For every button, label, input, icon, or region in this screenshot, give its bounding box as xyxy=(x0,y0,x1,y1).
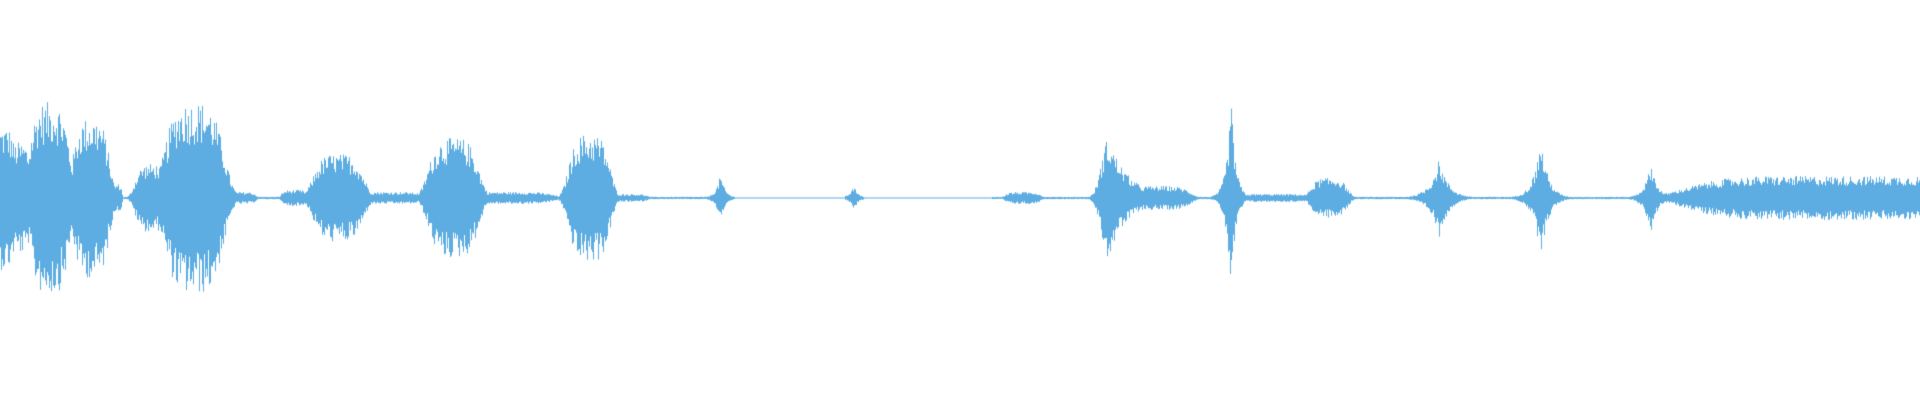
audio-waveform xyxy=(0,0,1920,400)
